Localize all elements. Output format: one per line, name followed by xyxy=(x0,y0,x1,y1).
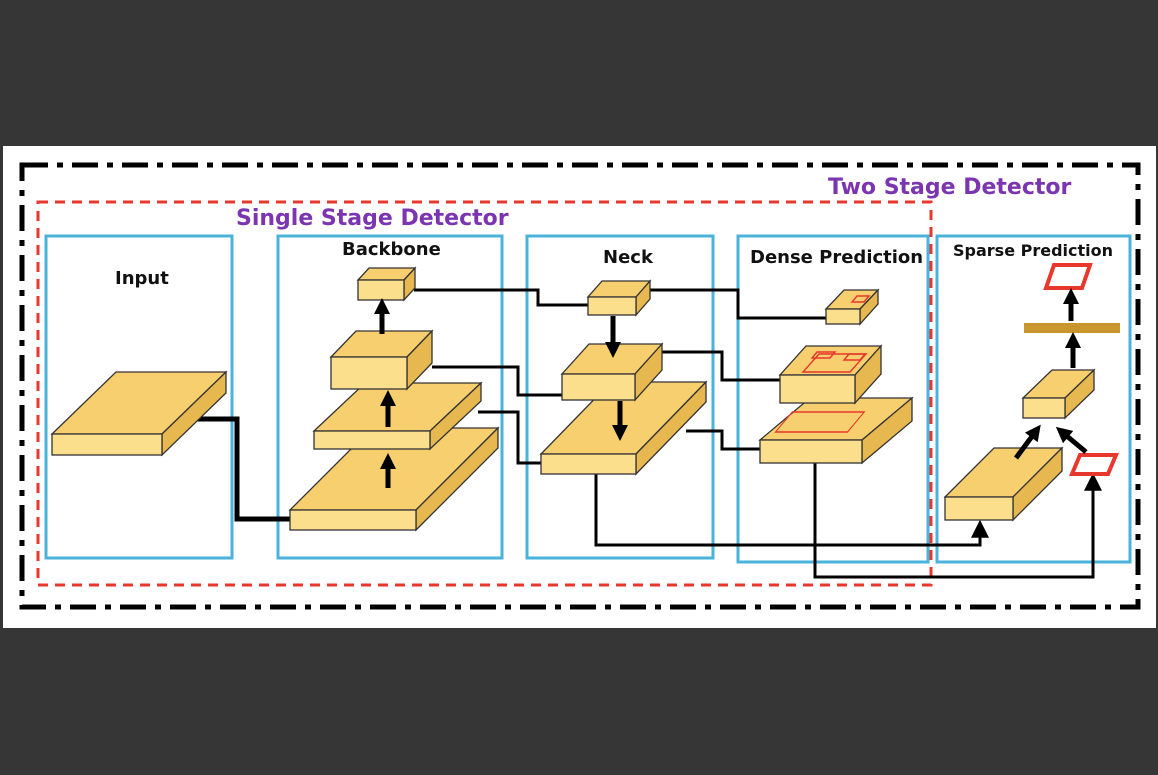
sparse-output-bar xyxy=(1024,323,1120,333)
neck-block-middle xyxy=(560,342,664,402)
backbone-block-4 xyxy=(356,266,417,302)
neck-mid-to-dense-line xyxy=(662,350,780,382)
final-detection-box-icon xyxy=(1043,263,1093,290)
dense-block-bottom xyxy=(758,396,914,465)
input-to-backbone-line xyxy=(188,416,290,522)
single-stage-detector-border xyxy=(36,200,933,587)
backbone-top-to-neck-line xyxy=(414,288,588,307)
sparse-roi-arrow xyxy=(1013,424,1041,460)
backbone-block-2 xyxy=(312,381,483,451)
sparse-prediction-panel xyxy=(935,234,1132,564)
neck-panel xyxy=(525,234,715,560)
backbone-label: Backbone xyxy=(342,239,441,260)
neck-top-to-dense-top-line xyxy=(650,288,826,320)
backbone-block-3 xyxy=(329,329,434,391)
dense-prediction-label: Dense Prediction xyxy=(750,247,923,268)
sparse-roi-block xyxy=(943,446,1064,522)
region-proposal-box-icon xyxy=(1068,453,1120,476)
backbone-panel xyxy=(276,234,504,560)
dense-prediction-panel xyxy=(736,234,930,564)
backbone-mid-to-neck-line xyxy=(432,365,562,397)
neck-block-top xyxy=(586,279,652,317)
sparse-head-block xyxy=(1021,368,1096,420)
neck-block-bottom xyxy=(539,380,708,476)
dense-block-middle xyxy=(778,344,883,405)
sparse-proposal-arrow xyxy=(1055,426,1088,454)
backbone-low-to-neck-line xyxy=(478,410,541,465)
dense-block-top xyxy=(824,288,880,326)
neck-label: Neck xyxy=(603,247,654,268)
dense-to-proposal-line xyxy=(813,398,1102,579)
input-label: Input xyxy=(115,268,169,289)
sparse-prediction-label: Sparse Prediction xyxy=(953,241,1113,260)
input-panel xyxy=(44,234,234,560)
single-stage-detector-label: Single Stage Detector xyxy=(236,206,509,231)
two-stage-detector-border xyxy=(19,162,1141,610)
neck-low-to-dense-line xyxy=(686,429,762,451)
input-feature-block xyxy=(50,370,228,457)
two-stage-detector-label: Two Stage Detector xyxy=(828,175,1072,200)
